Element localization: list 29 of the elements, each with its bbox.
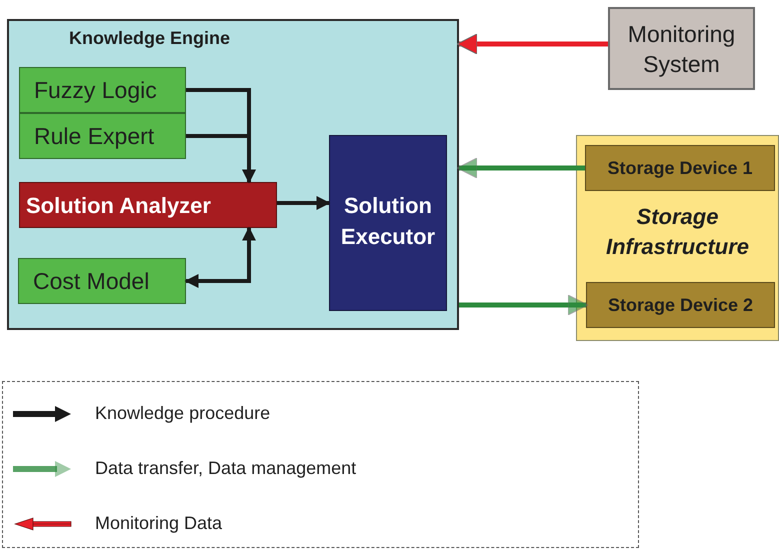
box-label: Rule Expert xyxy=(34,122,154,151)
box-label: Solution Analyzer xyxy=(26,192,211,220)
group-panel xyxy=(576,135,779,341)
legend-label: Data transfer, Data management xyxy=(95,457,356,480)
arrow xyxy=(456,34,608,54)
process-box xyxy=(18,258,186,304)
box-label: Storage Device 1 xyxy=(607,156,753,180)
box-label: Solution Executor xyxy=(340,192,436,251)
process-box xyxy=(19,182,277,228)
process-box xyxy=(585,145,775,191)
panel-heading: Knowledge Engine xyxy=(69,27,230,50)
arrow xyxy=(186,134,256,184)
box-label: Fuzzy Logic xyxy=(34,76,157,105)
arrow xyxy=(456,158,585,178)
box-label: Monitoring System xyxy=(626,20,736,78)
legend-label: Monitoring Data xyxy=(95,512,222,535)
process-box xyxy=(608,7,755,90)
box-label: Storage Device 2 xyxy=(608,294,754,317)
box-label: Cost Model xyxy=(33,266,150,296)
arrow xyxy=(277,196,330,210)
legend-label: Knowledge procedure xyxy=(95,402,270,425)
process-box xyxy=(329,135,447,311)
arrow xyxy=(459,294,588,316)
process-box xyxy=(19,67,186,113)
group-panel xyxy=(7,19,459,330)
process-box xyxy=(19,113,186,159)
process-box xyxy=(586,282,775,328)
panel-heading: Storage Infrastructure xyxy=(604,203,750,261)
arrow xyxy=(184,226,256,288)
